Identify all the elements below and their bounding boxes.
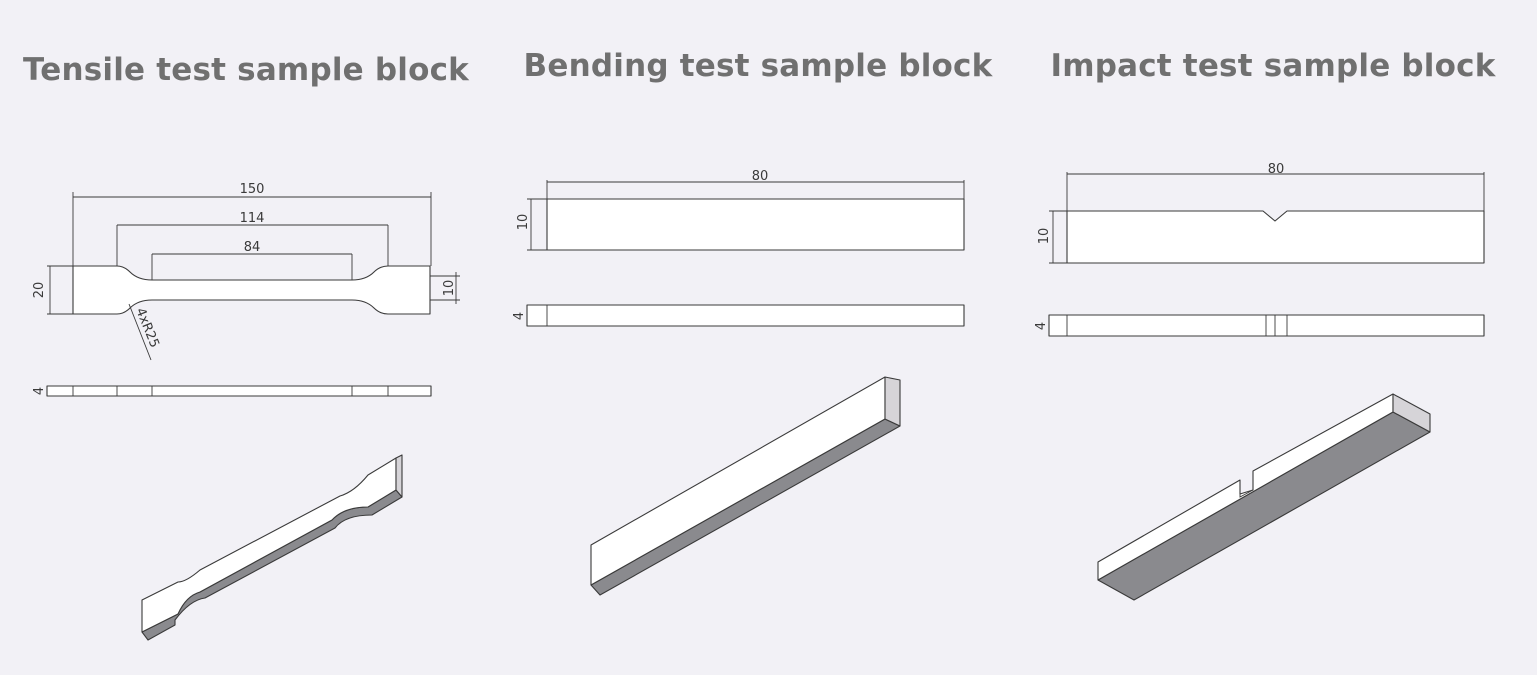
- impact-side-outline: [1048, 314, 1485, 337]
- dim-bending-thickness: 4: [512, 312, 527, 320]
- tensile-side-outline: [46, 385, 432, 397]
- dim-tensile-fillet-radius: 4xR25: [132, 306, 161, 350]
- dim-bending-width: 10: [516, 214, 531, 231]
- impact-top-outline: [1066, 210, 1485, 264]
- bending-3d-view: [590, 376, 901, 596]
- tensile-side-view: 4: [32, 385, 432, 397]
- dim-tensile-gauge-width: 10: [442, 280, 457, 297]
- dim-impact-thickness: 4: [1034, 322, 1049, 330]
- tensile-outline: [72, 265, 431, 315]
- panel-title-tensile: Tensile test sample block: [23, 52, 469, 88]
- dim-tensile-grip-width: 20: [32, 282, 47, 299]
- panel-title-bending: Bending test sample block: [523, 48, 993, 84]
- dim-impact-length: 80: [1268, 162, 1285, 177]
- dim-tensile-thickness: 4: [32, 387, 47, 395]
- impact-3d-view: [1097, 393, 1431, 601]
- impact-side-view: 4: [1034, 314, 1485, 337]
- bending-side-view: 4: [512, 304, 965, 327]
- bending-side-outline: [526, 304, 965, 327]
- bending-top-outline: [546, 198, 965, 251]
- tensile-top-view: 150 114 84 20 10 4xR25: [32, 182, 460, 361]
- dim-bending-length: 80: [752, 169, 769, 184]
- dim-impact-width: 10: [1037, 228, 1052, 245]
- panel-title-impact: Impact test sample block: [1050, 48, 1496, 84]
- dim-tensile-overall-length: 150: [240, 182, 265, 197]
- impact-top-view: 80 10: [1037, 162, 1485, 264]
- tensile-3d-view: [141, 454, 403, 641]
- dim-tensile-gauge-length: 84: [244, 240, 261, 255]
- bending-top-view: 80 10: [516, 169, 965, 251]
- dim-tensile-shoulder-distance: 114: [240, 211, 265, 226]
